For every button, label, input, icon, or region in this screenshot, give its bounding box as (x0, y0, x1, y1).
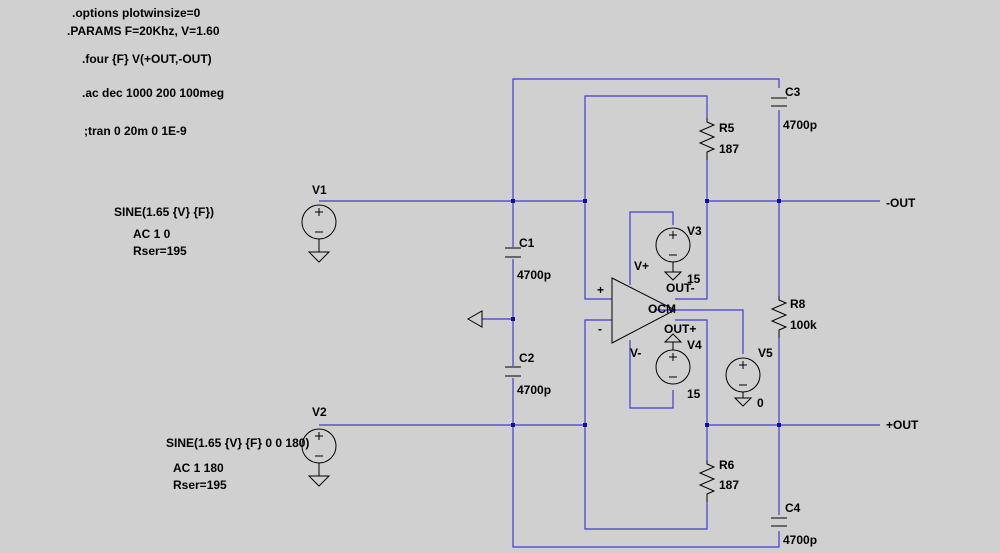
resistor-r6[interactable] (698, 460, 716, 502)
v1-value: SINE(1.65 {V} {F}) (114, 205, 214, 219)
capacitor-c3[interactable] (771, 97, 787, 107)
v3-value: 15 (687, 272, 701, 286)
resistor-r5[interactable] (698, 118, 716, 160)
v4-name: V4 (687, 338, 702, 352)
v5-name: V5 (758, 346, 773, 360)
v5-value: 0 (757, 396, 764, 410)
opamp-minus-label: - (598, 322, 602, 336)
voltage-source-v4[interactable] (655, 333, 691, 385)
opamp-plus-label: + (597, 283, 604, 297)
c2-value: 4700p (517, 383, 551, 397)
junction-dot (705, 423, 709, 427)
opamp-outminus-label: OUT- (666, 281, 695, 295)
c3-name: C3 (785, 85, 801, 99)
c4-name: C4 (785, 501, 801, 515)
v2-value: SINE(1.65 {V} {F} 0 0 180) (166, 436, 309, 450)
c3-value: 4700p (783, 118, 817, 132)
r6-value: 187 (719, 478, 739, 492)
r8-value: 100k (790, 318, 817, 332)
capacitor-c2[interactable] (505, 366, 521, 377)
opamp[interactable] (611, 277, 677, 344)
voltage-source-v1[interactable] (301, 204, 337, 263)
junction-dot (583, 423, 587, 427)
v2-name: V2 (312, 405, 327, 419)
opamp-outplus-label: OUT+ (664, 322, 696, 336)
c2-name: C2 (519, 351, 535, 365)
r5-value: 187 (719, 142, 739, 156)
v2-rser: Rser=195 (173, 478, 227, 492)
v1-rser: Rser=195 (133, 244, 187, 258)
c1-value: 4700p (517, 268, 551, 282)
v4-value: 15 (687, 387, 701, 401)
v1-name: V1 (312, 183, 327, 197)
junction-dot (511, 199, 515, 203)
resistor-r8[interactable] (770, 296, 788, 338)
junction-dot (777, 199, 781, 203)
directive-options[interactable]: .options plotwinsize=0 (72, 6, 201, 20)
directive-four[interactable]: .four {F} V(+OUT,-OUT) (82, 52, 212, 66)
directive-tran[interactable]: ;tran 0 20m 0 1E-9 (84, 124, 187, 138)
r6-name: R6 (719, 458, 735, 472)
c4-value: 4700p (783, 533, 817, 547)
v1-ac: AC 1 0 (133, 227, 171, 241)
v3-name: V3 (687, 224, 702, 238)
voltage-source-v3[interactable] (655, 227, 691, 281)
r5-name: R5 (719, 121, 735, 135)
junctions (511, 199, 781, 427)
junction-dot (777, 423, 781, 427)
net-label-out-pos[interactable]: +OUT (886, 418, 919, 432)
junction-dot (511, 423, 515, 427)
voltage-source-v2[interactable] (301, 428, 337, 487)
wires (319, 78, 880, 548)
ground-icon (466, 310, 483, 328)
capacitor-c4[interactable] (771, 517, 787, 527)
voltage-source-v5[interactable] (725, 357, 761, 407)
net-label-out-neg[interactable]: -OUT (886, 196, 916, 210)
directive-params[interactable]: .PARAMS F=20Khz, V=1.60 (67, 24, 220, 38)
c1-name: C1 (519, 236, 535, 250)
junction-dot (511, 317, 515, 321)
r8-name: R8 (790, 297, 806, 311)
junction-dot (705, 199, 709, 203)
v2-ac: AC 1 180 (173, 461, 224, 475)
opamp-vplus-label: V+ (634, 259, 649, 273)
directive-ac[interactable]: .ac dec 1000 200 100meg (82, 86, 224, 100)
junction-dot (583, 199, 587, 203)
opamp-ocm-label: OCM (648, 302, 676, 316)
opamp-vminus-label: V- (630, 346, 641, 360)
capacitor-c1[interactable] (505, 247, 521, 258)
